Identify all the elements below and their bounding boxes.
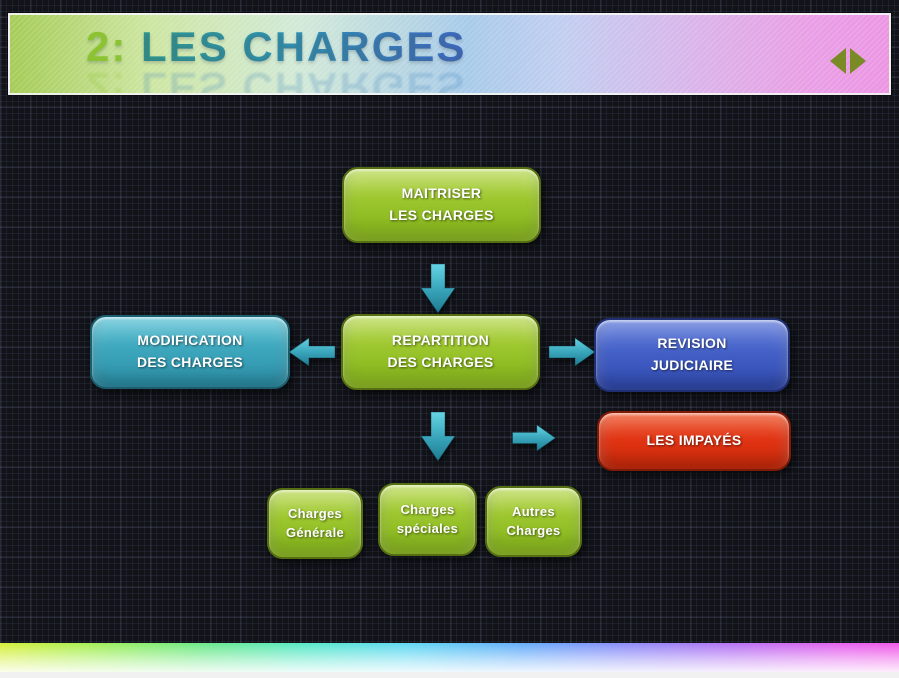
title-banner: 2: LES CHARGES 2: LES CHARGES <box>8 13 891 95</box>
node-label-line: LES CHARGES <box>389 207 494 223</box>
node-label-line: Charges <box>287 505 343 521</box>
node-label-line: JUDICIAIRE <box>650 357 734 373</box>
node-revision-judiciaire: REVISION JUDICIAIRE <box>594 318 790 392</box>
node-label-line: Charges <box>506 522 561 538</box>
title-reflection: 2: LES CHARGES <box>86 64 467 95</box>
node-charges-speciales: Charges spéciales <box>378 483 477 556</box>
prev-next-nav-icon[interactable] <box>829 47 867 75</box>
node-label-line: REVISION <box>657 335 727 352</box>
node-les-impayes: LES IMPAYÉS <box>597 411 791 471</box>
arrow-right-to-revision <box>548 337 596 367</box>
node-label-line: spéciales <box>396 520 459 536</box>
node-label-line: Générale <box>285 524 345 540</box>
node-label-line: REPARTITION <box>391 332 490 349</box>
node-label-line: DES CHARGES <box>387 354 494 370</box>
title-number: 2: <box>86 23 128 70</box>
node-repartition-des-charges: REPARTITION DES CHARGES <box>341 314 540 390</box>
arrow-right-to-impayes <box>511 424 557 452</box>
node-maitriser-les-charges: MAITRISER LES CHARGES <box>342 167 541 243</box>
node-label-line: LES IMPAYÉS <box>646 432 742 449</box>
arrow-down-to-sub-charges <box>420 412 456 462</box>
node-label-line: DES CHARGES <box>137 354 243 370</box>
node-label-line: MODIFICATION <box>137 332 243 349</box>
node-label-line: Autres <box>512 503 555 519</box>
node-modification-des-charges: MODIFICATION DES CHARGES <box>90 315 290 389</box>
node-label-line: Charges <box>400 501 455 517</box>
arrow-down-top <box>420 264 456 314</box>
page-title: 2: LES CHARGES <box>86 23 466 71</box>
bottom-white-strip <box>0 672 899 678</box>
arrow-left-to-modification <box>288 337 336 367</box>
bottom-rainbow-bar <box>0 643 899 673</box>
node-autres-charges: Autres Charges <box>485 486 582 557</box>
node-charges-generale: Charges Générale <box>267 488 363 559</box>
title-text: LES CHARGES <box>141 23 467 70</box>
node-label-line: MAITRISER <box>401 185 482 202</box>
